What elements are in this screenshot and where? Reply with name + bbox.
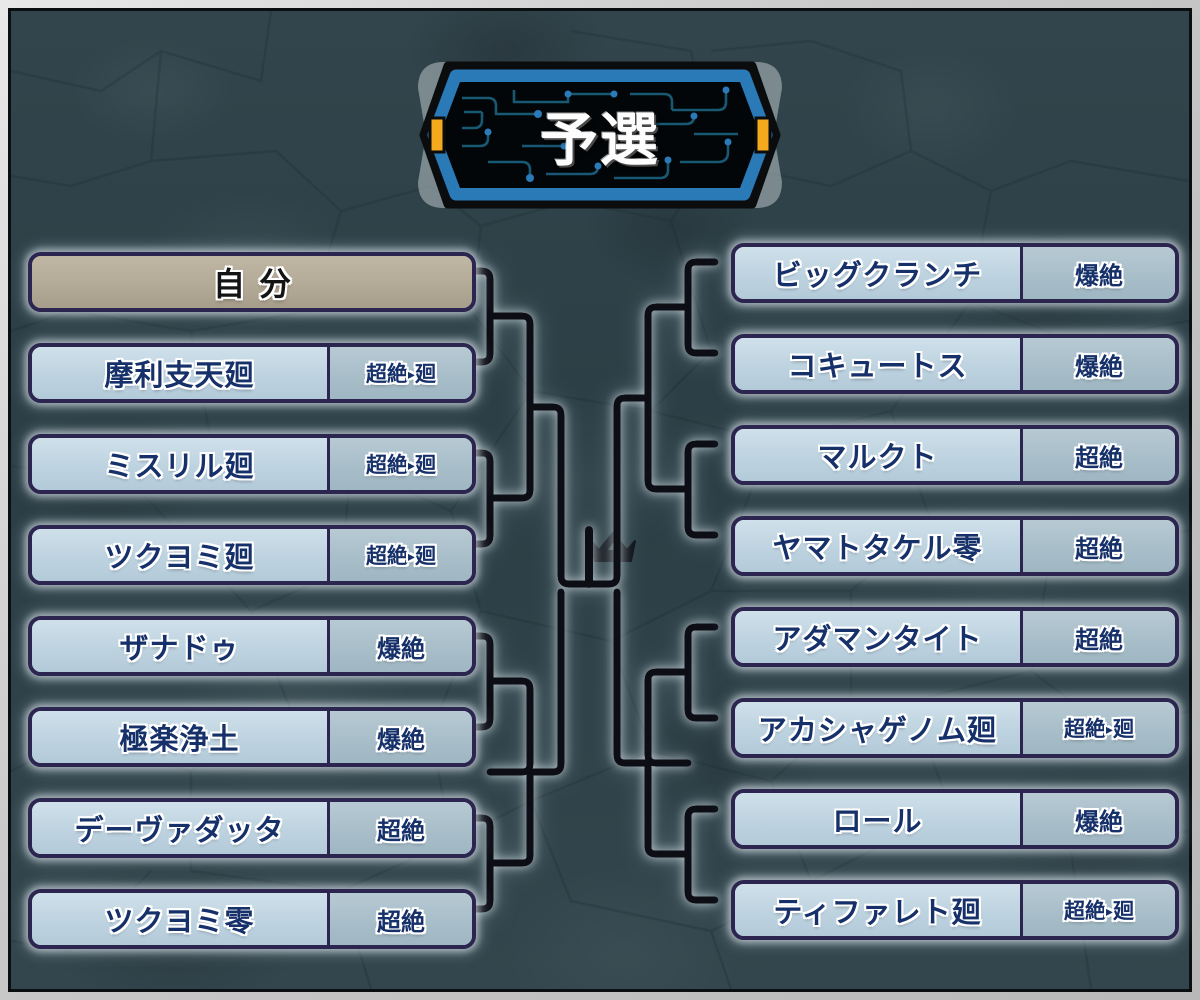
entry-rank-label: 超絶▸廻 (365, 453, 437, 477)
entry-rank-badge: 爆絶 (1020, 793, 1175, 845)
entry-name-panel: 自分 (32, 256, 472, 308)
entry-rank-label: 爆絶 (1075, 807, 1123, 836)
entry-rank-label: 超絶 (1075, 443, 1123, 472)
entry-name-label: アカシャゲノム廻 (757, 713, 998, 747)
entry-name-panel: 摩利支天廻 (32, 347, 327, 399)
entry-rank-badge: 超絶 (1020, 520, 1175, 572)
entry-name-panel: ツクヨミ廻 (32, 529, 327, 581)
entry-name-panel: 極楽浄土 (32, 711, 327, 763)
entry-rank-badge: 爆絶 (327, 620, 472, 672)
entry-box[interactable]: ヤマトタケル零 超絶 (731, 516, 1179, 576)
entry-rank-badge: 超絶 (327, 893, 472, 945)
entry-name-panel: ビッグクランチ (735, 247, 1020, 299)
entry-rank-label: 超絶▸廻 (365, 544, 437, 568)
entry-rank-badge: 超絶▸廻 (1020, 702, 1175, 754)
entry-name-label: ティファレト廻 (773, 895, 982, 929)
entry-box[interactable]: コキュートス 爆絶 (731, 334, 1179, 394)
entry-rank-badge: 爆絶 (1020, 247, 1175, 299)
entry-box[interactable]: 摩利支天廻 超絶▸廻 (28, 343, 476, 403)
entry-rank-label: 爆絶 (1075, 261, 1123, 290)
entry-box[interactable]: マルクト 超絶 (731, 425, 1179, 485)
entry-box[interactable]: デーヴァダッタ 超絶 (28, 798, 476, 858)
page-title: 予選 (539, 106, 660, 174)
entry-rank-label: 超絶▸廻 (1063, 717, 1135, 741)
entry-name-label: コキュートス (787, 349, 968, 383)
entry-name-panel: マルクト (735, 429, 1020, 481)
entry-name-label: ヤマトタケル零 (772, 531, 983, 565)
entry-box[interactable]: 極楽浄土 爆絶 (28, 707, 476, 767)
entry-rank-label: 超絶 (377, 816, 425, 845)
entry-rank-badge: 爆絶 (327, 711, 472, 763)
entry-name-label: ビッグクランチ (772, 258, 983, 292)
entry-rank-badge: 爆絶 (1020, 338, 1175, 390)
entry-name-label: ツクヨミ廻 (104, 540, 255, 574)
entry-name-panel: ロール (735, 793, 1020, 845)
entry-box[interactable]: ティファレト廻 超絶▸廻 (731, 880, 1179, 940)
entry-name-panel: ツクヨミ零 (32, 893, 327, 945)
entry-name-label: 摩利支天廻 (104, 358, 255, 392)
banner-frame (418, 61, 782, 209)
entry-name-panel: ザナドゥ (32, 620, 327, 672)
entry-name-panel: ミスリル廻 (32, 438, 327, 490)
entry-box-self[interactable]: 自分 (28, 252, 476, 312)
entry-name-label: 極楽浄土 (119, 722, 240, 756)
entry-name-label: マルクト (817, 440, 938, 474)
entry-name-label: ツクヨミ零 (104, 904, 255, 938)
entry-box[interactable]: ミスリル廻 超絶▸廻 (28, 434, 476, 494)
entry-rank-label: 爆絶 (1075, 352, 1123, 381)
entry-box[interactable]: ザナドゥ 爆絶 (28, 616, 476, 676)
crown-icon (590, 532, 636, 562)
entry-name-panel: ティファレト廻 (735, 884, 1020, 936)
entry-rank-badge: 超絶 (1020, 429, 1175, 481)
entry-rank-label: 超絶 (1075, 625, 1123, 654)
entry-name-label: ミスリル廻 (104, 449, 255, 483)
entry-name-panel: アダマンタイト (735, 611, 1020, 663)
entry-name-label: デーヴァダッタ (74, 813, 285, 847)
entry-box[interactable]: ツクヨミ零 超絶 (28, 889, 476, 949)
entry-box[interactable]: ロール 爆絶 (731, 789, 1179, 849)
entry-rank-badge: 超絶▸廻 (1020, 884, 1175, 936)
entry-box[interactable]: ビッグクランチ 爆絶 (731, 243, 1179, 303)
entry-box[interactable]: アダマンタイト 超絶 (731, 607, 1179, 667)
entry-rank-badge: 超絶▸廻 (327, 438, 472, 490)
entry-rank-badge: 超絶 (327, 802, 472, 854)
entry-rank-label: 超絶▸廻 (1063, 899, 1135, 923)
entry-rank-label: 爆絶 (377, 634, 425, 663)
entry-name-panel: コキュートス (735, 338, 1020, 390)
entry-name-label: ロール (832, 804, 923, 838)
entry-name-panel: アカシャゲノム廻 (735, 702, 1020, 754)
entry-name-label: 自分 (212, 265, 305, 303)
entry-name-label: ザナドゥ (119, 631, 240, 665)
entry-box[interactable]: アカシャゲノム廻 超絶▸廻 (731, 698, 1179, 758)
entry-name-label: アダマンタイト (772, 622, 983, 656)
round-title-banner: 予選 (418, 50, 782, 220)
entry-name-panel: デーヴァダッタ (32, 802, 327, 854)
entry-name-panel: ヤマトタケル零 (735, 520, 1020, 572)
entry-rank-badge: 超絶▸廻 (327, 529, 472, 581)
entry-rank-label: 超絶▸廻 (365, 362, 437, 386)
entry-rank-label: 爆絶 (377, 725, 425, 754)
entry-rank-badge: 超絶▸廻 (327, 347, 472, 399)
entry-box[interactable]: ツクヨミ廻 超絶▸廻 (28, 525, 476, 585)
entry-rank-label: 超絶 (377, 907, 425, 936)
entry-rank-label: 超絶 (1075, 534, 1123, 563)
entry-rank-badge: 超絶 (1020, 611, 1175, 663)
